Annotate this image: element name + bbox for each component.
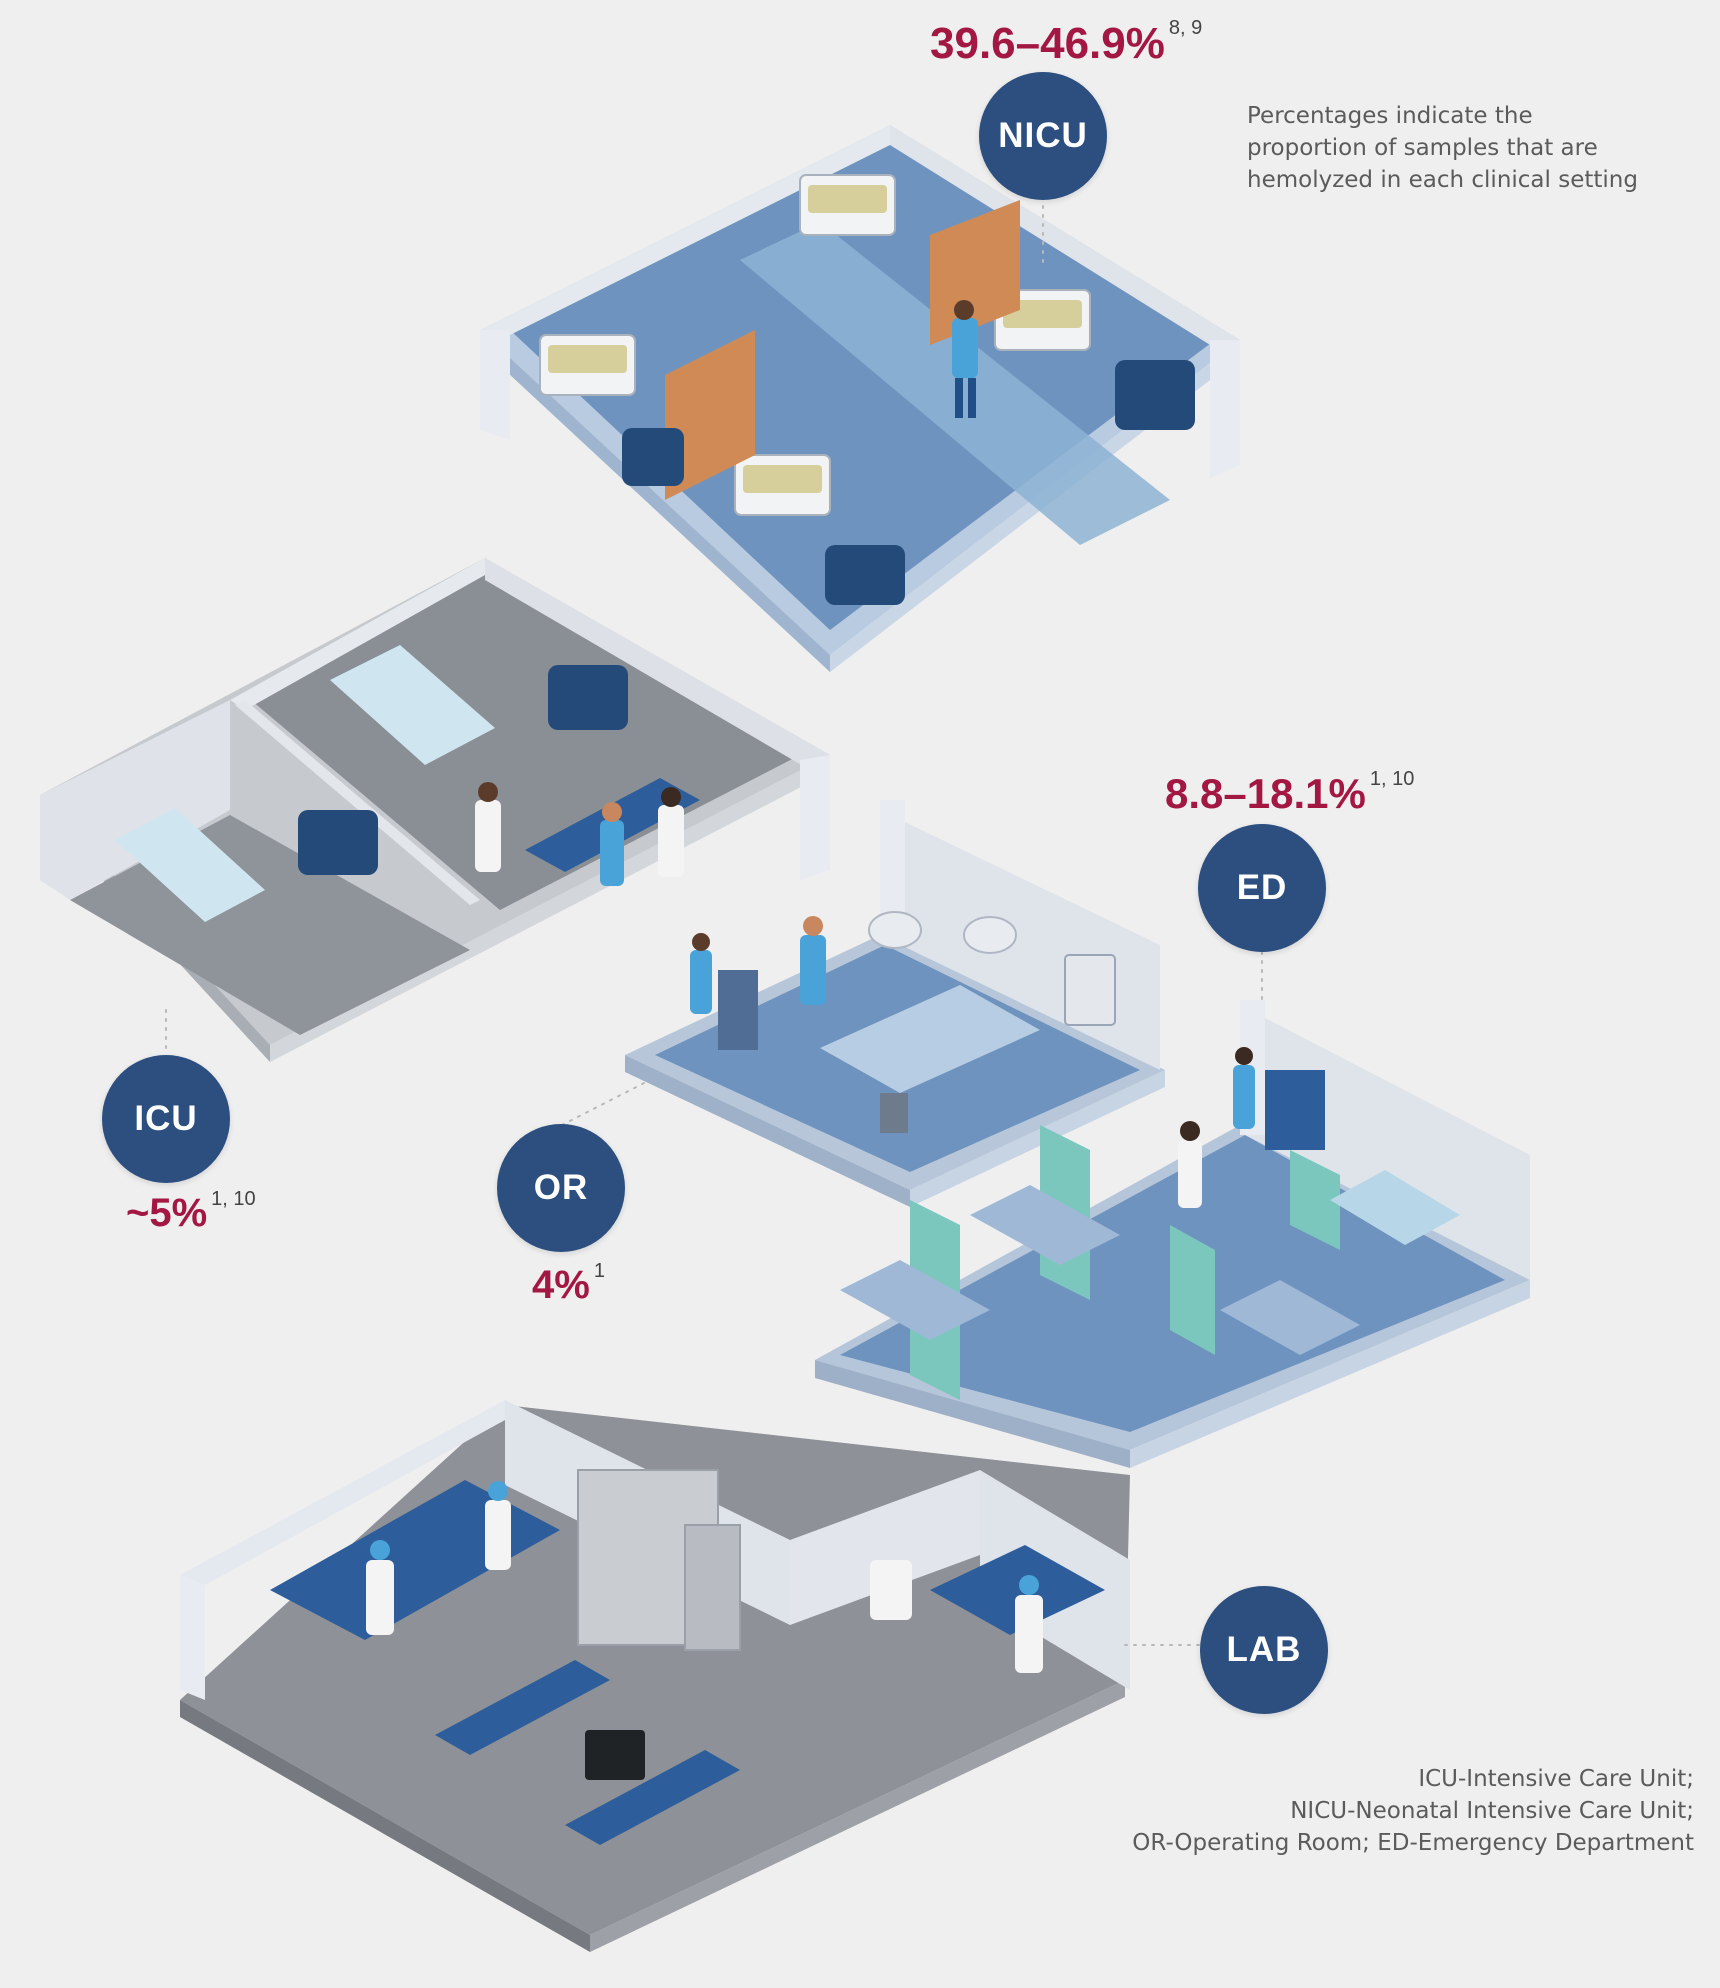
nicu-percent-value: 39.6–46.9% <box>930 19 1165 68</box>
legend-note-line-1: Percentages indicate the <box>1247 103 1533 129</box>
icu-percentage: ~5%1, 10 <box>126 1189 256 1235</box>
or-label: OR <box>533 1168 589 1207</box>
or-percentage: 4%1 <box>532 1261 605 1307</box>
leader-lines <box>165 196 1263 1646</box>
abbreviations-footnote: ICU-Intensive Care Unit; NICU-Neonatal I… <box>1132 1763 1694 1859</box>
ed-percentage: 8.8–18.1%1, 10 <box>1165 769 1414 817</box>
legend-note: Percentages indicate the proportion of s… <box>1247 100 1638 196</box>
lab-room <box>180 1400 1130 1952</box>
ed-badge: ED <box>1198 824 1326 952</box>
nicu-room <box>480 125 1240 672</box>
or-badge: OR <box>497 1124 625 1252</box>
nicu-label: NICU <box>998 116 1088 155</box>
abbreviation-line-1: ICU-Intensive Care Unit; <box>1418 1766 1694 1792</box>
icu-label: ICU <box>134 1099 198 1138</box>
ed-references: 1, 10 <box>1369 768 1415 790</box>
icu-percent-value: ~5% <box>126 1191 208 1235</box>
legend-note-line-2: proportion of samples that are <box>1247 135 1598 161</box>
abbreviation-line-2: NICU-Neonatal Intensive Care Unit; <box>1290 1798 1694 1824</box>
ed-label: ED <box>1236 868 1288 907</box>
or-room <box>625 800 1165 1207</box>
nicu-badge: NICU <box>979 72 1107 200</box>
ed-percent-value: 8.8–18.1% <box>1165 770 1366 817</box>
abbreviation-line-3: OR-Operating Room; ED-Emergency Departme… <box>1132 1830 1694 1856</box>
or-references: 1 <box>593 1260 605 1282</box>
ed-room <box>815 1000 1530 1468</box>
or-percent-value: 4% <box>532 1263 590 1307</box>
lab-label: LAB <box>1226 1630 1302 1669</box>
icu-references: 1, 10 <box>211 1188 256 1210</box>
icu-room <box>40 558 830 1062</box>
icu-badge: ICU <box>102 1055 230 1183</box>
nicu-percentage: 39.6–46.9%8, 9 <box>930 18 1202 68</box>
legend-note-line-3: hemolyzed in each clinical setting <box>1247 167 1638 193</box>
nicu-references: 8, 9 <box>1168 17 1203 39</box>
lab-badge: LAB <box>1200 1586 1328 1714</box>
